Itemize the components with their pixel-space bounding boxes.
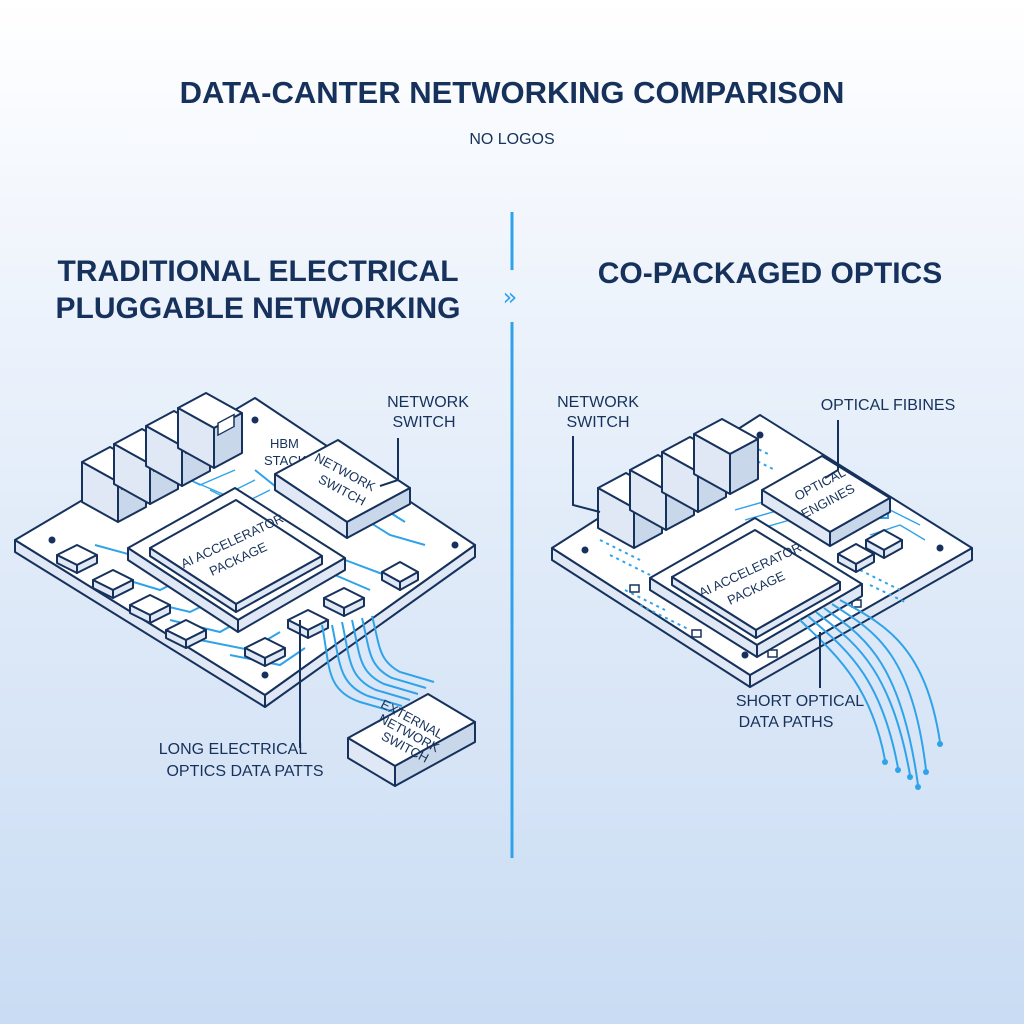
left-switch-leader-line: [379, 438, 399, 487]
right-callout-fibers: OPTICAL FIBINES: [821, 397, 956, 414]
right-circuit-board: OPTICAL ENGINES AI ACCELERATOR PACKAGE: [551, 414, 973, 688]
left-callout-switch-line2: SWITCH: [392, 414, 455, 431]
left-long-electrical-cables: [321, 615, 435, 713]
left-hbm-stacks: [81, 392, 243, 523]
external-network-switch: EXTERNAL NETWORK SWITCH: [347, 693, 476, 787]
hbm-label-line1: HBM: [270, 436, 299, 451]
right-bottom-label-line2: DATA PATHS: [739, 714, 834, 731]
left-heading-line2: PLUGGABLE NETWORKING: [56, 292, 461, 325]
page-title: DATA-CANTER NETWORKING COMPARISON: [180, 75, 845, 110]
chevron-right-icon: »: [503, 283, 518, 311]
left-ai-accelerator-package: AI ACCELERATOR PACKAGE: [127, 487, 346, 633]
right-bottom-label-line1: SHORT OPTICAL: [736, 693, 864, 710]
right-heading: CO-PACKAGED OPTICS: [598, 257, 942, 290]
left-network-switch-chip: NETWORK SWITCH: [274, 439, 411, 539]
right-fibers-leader-line: [824, 420, 839, 479]
right-hbm-stacks: [597, 418, 759, 549]
left-circuit-board: HBM STACKS NETWORK SWITCH AI ACCELERATOR…: [14, 392, 476, 708]
right-callout-switch-line2: SWITCH: [566, 414, 629, 431]
left-bottom-label-line2: OPTICS DATA PATTS: [166, 763, 323, 780]
right-optical-engines: OPTICAL ENGINES: [761, 455, 891, 547]
left-bottom-label-line1: LONG ELECTRICAL: [159, 741, 308, 758]
right-small-chips: [629, 509, 903, 658]
left-callout-switch-line1: NETWORK: [387, 394, 469, 411]
right-ai-accelerator-package: AI ACCELERATOR PACKAGE: [649, 517, 863, 658]
right-optical-fibers: [799, 599, 943, 790]
right-switch-leader-line: [572, 436, 601, 513]
page-subtitle: NO LOGOS: [469, 131, 554, 148]
right-callout-switch-line1: NETWORK: [557, 394, 639, 411]
left-heading-line1: TRADITIONAL ELECTRICAL: [57, 255, 458, 288]
left-small-chips: [56, 544, 419, 667]
